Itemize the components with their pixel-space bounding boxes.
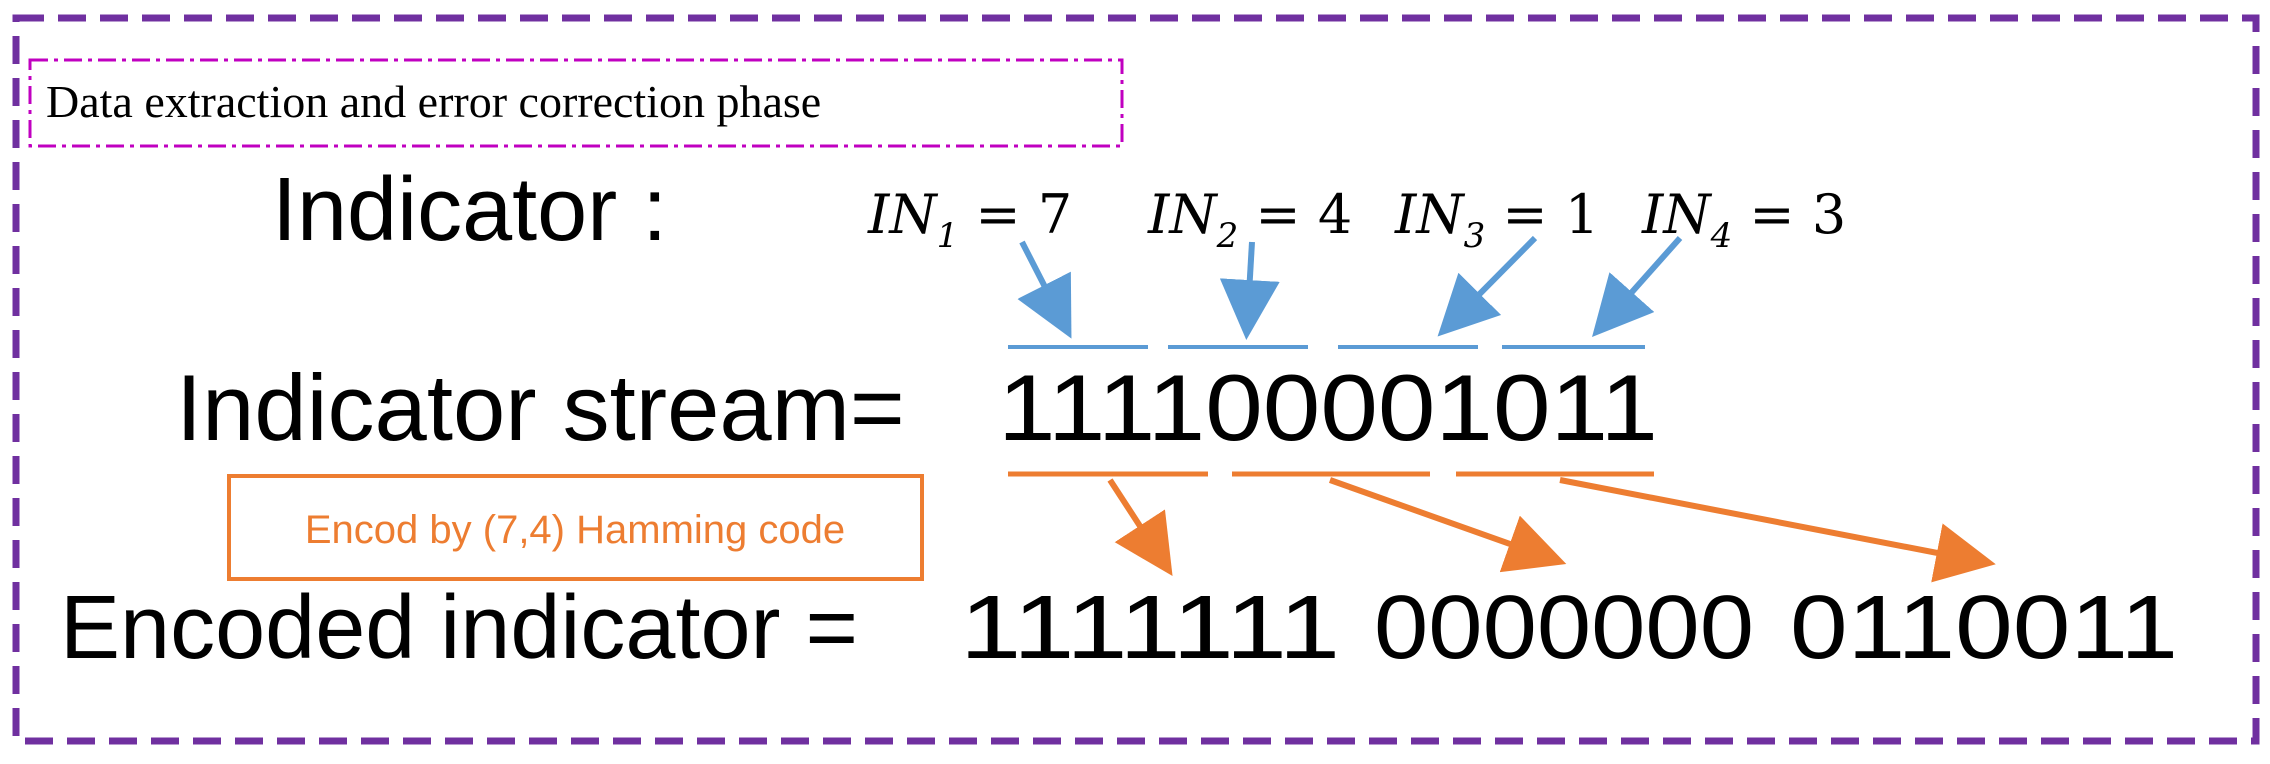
indicator-value-3: IN3 = 1 [1394,183,1599,256]
encoded-codeword-2: 0000000 [1374,578,1754,678]
encoded-codeword-3: 0110011 [1790,578,2178,678]
blue-arrow-4 [1592,236,1683,337]
blue-arrow-1 [1017,240,1072,339]
outer-border [12,14,2260,745]
encoder-box [227,474,924,581]
indicator-value-1: IN1 = 7 [867,183,1072,256]
phase-label: Data extraction and error correction pha… [46,76,821,127]
encoded-label: Encoded indicator = [60,578,858,678]
indicator-label: Indicator : [272,160,667,260]
blue-arrow-2 [1219,241,1280,340]
stream-label: Indicator stream= [176,355,905,460]
orange-arrow-2 [1328,477,1567,573]
indicator-value-2: IN2 = 4 [1147,183,1352,256]
blue-arrow-3 [1437,235,1538,337]
stream-bits: 111100001011 [998,355,1658,460]
orange-arrow-1 [1107,478,1173,577]
encoded-codeword-1: 1111111 [960,578,1340,678]
encoder-label: Encod by (7,4) Hamming code [305,508,845,552]
indicator-value-4: IN4 = 3 [1641,183,1846,256]
phase-label-box [28,58,1124,148]
orange-arrow-3 [1559,477,1996,583]
